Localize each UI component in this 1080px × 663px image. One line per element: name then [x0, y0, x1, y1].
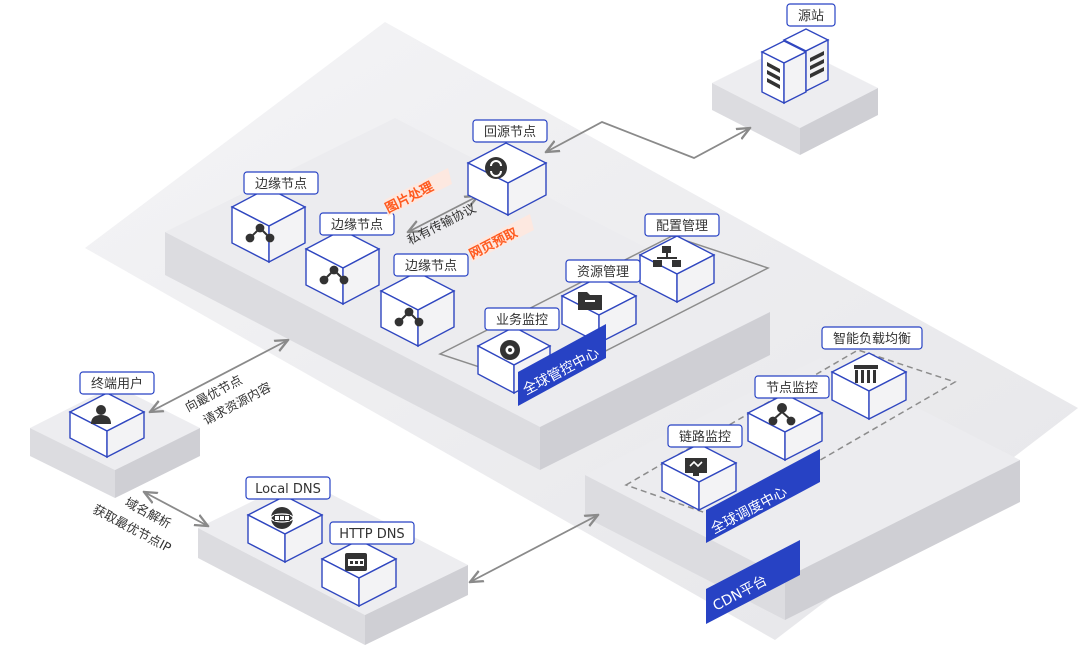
return-node-label: 回源节点 [484, 125, 536, 140]
edge-2-label: 边缘节点 [331, 218, 383, 233]
label-edge-3: 边缘节点 [393, 253, 469, 277]
return-origin-connector [546, 121, 750, 159]
user-dns-connector [144, 492, 208, 526]
label-load-balance: 智能负载均衡 [821, 326, 923, 350]
edge-node-1 [230, 187, 307, 264]
load-balancer-icon [854, 365, 878, 383]
end-user-node [68, 392, 146, 459]
dispatch-group-outline [624, 349, 957, 519]
node-monitoring-node [746, 393, 824, 462]
origin-server-node [760, 28, 830, 105]
local-dns-node [246, 495, 324, 564]
http-dns-node [320, 539, 398, 608]
label-edge-1: 边缘节点 [243, 171, 319, 195]
resource-management-node [560, 276, 638, 345]
user-icon [91, 405, 111, 424]
link-monitoring-node [660, 443, 738, 512]
dns-document-icon [345, 553, 367, 571]
label-local-dns: Local DNS [245, 476, 331, 500]
business-monitor-label: 业务监控 [496, 312, 548, 328]
label-business-monitor: 业务监控 [484, 307, 560, 331]
org-chart-icon [653, 246, 681, 267]
dns-globe-icon [270, 507, 294, 529]
link-monitor-label: 链路监控 [679, 429, 731, 445]
camera-monitor-icon [500, 340, 520, 360]
end-user-label: 终端用户 [91, 376, 143, 392]
dns-platform-connector [470, 515, 598, 582]
private-protocol-connector [408, 196, 478, 232]
connectors [144, 121, 750, 582]
config-management-node [638, 235, 716, 304]
http-dns-label: HTTP DNS [339, 527, 404, 542]
return-node [466, 142, 548, 217]
share-node-icon [319, 265, 349, 285]
edge-3-label: 边缘节点 [405, 259, 457, 274]
label-origin: 源站 [786, 3, 836, 27]
label-resource-mgmt: 资源管理 [565, 259, 641, 283]
resource-mgmt-label: 资源管理 [577, 265, 629, 280]
label-return-node: 回源节点 [472, 119, 548, 143]
label-config-mgmt: 配置管理 [644, 213, 720, 237]
network-monitor-icon [685, 458, 707, 476]
label-node-monitor: 节点监控 [754, 375, 830, 399]
share-node-icon [245, 223, 275, 243]
load-balancing-node [830, 352, 908, 421]
origin-label: 源站 [798, 9, 824, 24]
load-balance-label: 智能负载均衡 [833, 332, 911, 347]
user-request-connector [150, 340, 288, 412]
label-end-user: 终端用户 [79, 371, 155, 395]
cloud-sync-icon [485, 157, 507, 179]
label-http-dns: HTTP DNS [329, 521, 415, 545]
label-edge-2: 边缘节点 [319, 212, 395, 236]
edge-1-label: 边缘节点 [255, 177, 307, 192]
local-dns-label: Local DNS [255, 482, 321, 497]
config-mgmt-label: 配置管理 [656, 219, 708, 234]
label-link-monitor: 链路监控 [667, 424, 743, 448]
edge-node-3 [379, 271, 456, 348]
node-hierarchy-icon [768, 403, 796, 426]
server-rack-icon [767, 51, 824, 89]
node-monitor-label: 节点监控 [766, 381, 818, 396]
edge-node-2 [304, 229, 381, 306]
folder-icon [578, 292, 602, 310]
share-node-icon [394, 307, 424, 327]
